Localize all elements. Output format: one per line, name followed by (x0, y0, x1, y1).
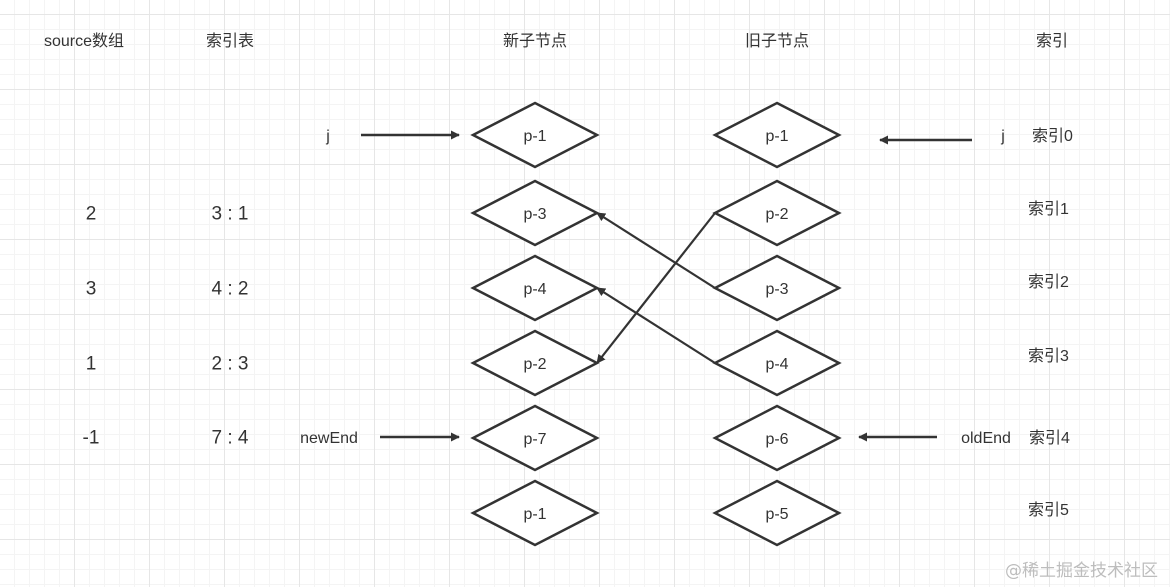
watermark: @稀土掘金技术社区 (1005, 561, 1158, 581)
header-source-array: source数组 (43, 33, 125, 50)
new-node-label: p-2 (523, 356, 546, 373)
new-node-5: p-1 (470, 479, 600, 547)
index-label: 索引2 (1028, 274, 1069, 291)
old-node-label: p-3 (765, 281, 788, 298)
old-end-label: oldEnd (961, 430, 1011, 447)
source-value: -1 (82, 427, 100, 449)
old-node-1: p-2 (712, 179, 842, 247)
index-table-entry: 7 : 4 (211, 427, 249, 449)
header-index: 索引 (1035, 33, 1069, 50)
old-node-label: p-2 (765, 206, 788, 223)
header-index-table: 索引表 (205, 33, 255, 50)
new-j-label: j (326, 128, 330, 145)
new-node-label: p-7 (523, 431, 546, 448)
index-table-entry: 2 : 3 (211, 353, 249, 375)
source-value: 3 (85, 278, 97, 300)
new-node-label: p-1 (523, 506, 546, 523)
index-label: 索引3 (1028, 348, 1069, 365)
index-label: 索引4 (1029, 430, 1070, 447)
new-node-0: p-1 (470, 101, 600, 169)
old-node-label: p-4 (765, 356, 788, 373)
move-arrow-p4 (596, 287, 716, 364)
new-node-label: p-4 (523, 281, 546, 298)
old-node-4: p-6 (712, 404, 842, 472)
header-old-children: 旧子节点 (744, 33, 810, 50)
index-label: 索引0 (1032, 128, 1073, 145)
old-node-0: p-1 (712, 101, 842, 169)
old-node-5: p-5 (712, 479, 842, 547)
old-node-label: p-5 (765, 506, 788, 523)
index-table-entry: 4 : 2 (211, 278, 249, 300)
new-node-1: p-3 (470, 179, 600, 247)
old-node-label: p-6 (765, 431, 788, 448)
source-value: 1 (85, 353, 97, 375)
new-node-3: p-2 (470, 329, 600, 397)
new-node-2: p-4 (470, 254, 600, 322)
index-label: 索引1 (1028, 201, 1069, 218)
index-label: 索引5 (1028, 502, 1069, 519)
header-new-children: 新子节点 (502, 33, 568, 50)
new-node-label: p-1 (523, 128, 546, 145)
move-arrow-p2 (596, 212, 716, 364)
move-arrow-p3 (596, 212, 716, 289)
index-table-entry: 3 : 1 (211, 203, 249, 225)
old-node-2: p-3 (712, 254, 842, 322)
old-node-label: p-1 (765, 128, 788, 145)
old-j-label: j (1001, 128, 1005, 145)
source-value: 2 (85, 203, 97, 225)
old-node-3: p-4 (712, 329, 842, 397)
new-end-label: newEnd (300, 430, 358, 447)
new-node-4: p-7 (470, 404, 600, 472)
new-node-label: p-3 (523, 206, 546, 223)
